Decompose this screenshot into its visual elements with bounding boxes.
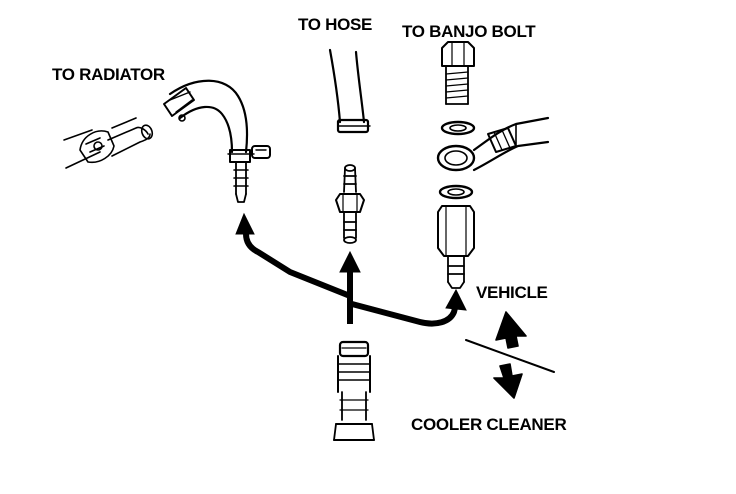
cooler-cleaner-nozzle [333,340,375,441]
hose-adapter [335,164,365,244]
banjo-bolt-assembly [436,41,476,289]
radiator-fitting [63,117,154,169]
label-cooler-cleaner: COOLER CLEANER [411,415,567,434]
label-to-radiator: TO RADIATOR [52,65,165,84]
arrow-head-center [339,250,361,273]
vehicle-arrow [495,311,527,349]
radiator-hose [163,79,271,203]
label-to-banjo-bolt: TO BANJO BOLT [402,22,536,41]
direction-indicator [465,311,555,399]
label-vehicle: VEHICLE [476,283,548,302]
arrow-head-left [235,212,255,235]
cooler-line [472,116,550,172]
flow-arrows [235,212,467,327]
cleaner-arrow [493,363,523,399]
arrow-head-right [445,288,467,311]
upper-hose [328,48,371,134]
divider-line [465,339,555,373]
label-to-hose: TO HOSE [298,15,373,34]
